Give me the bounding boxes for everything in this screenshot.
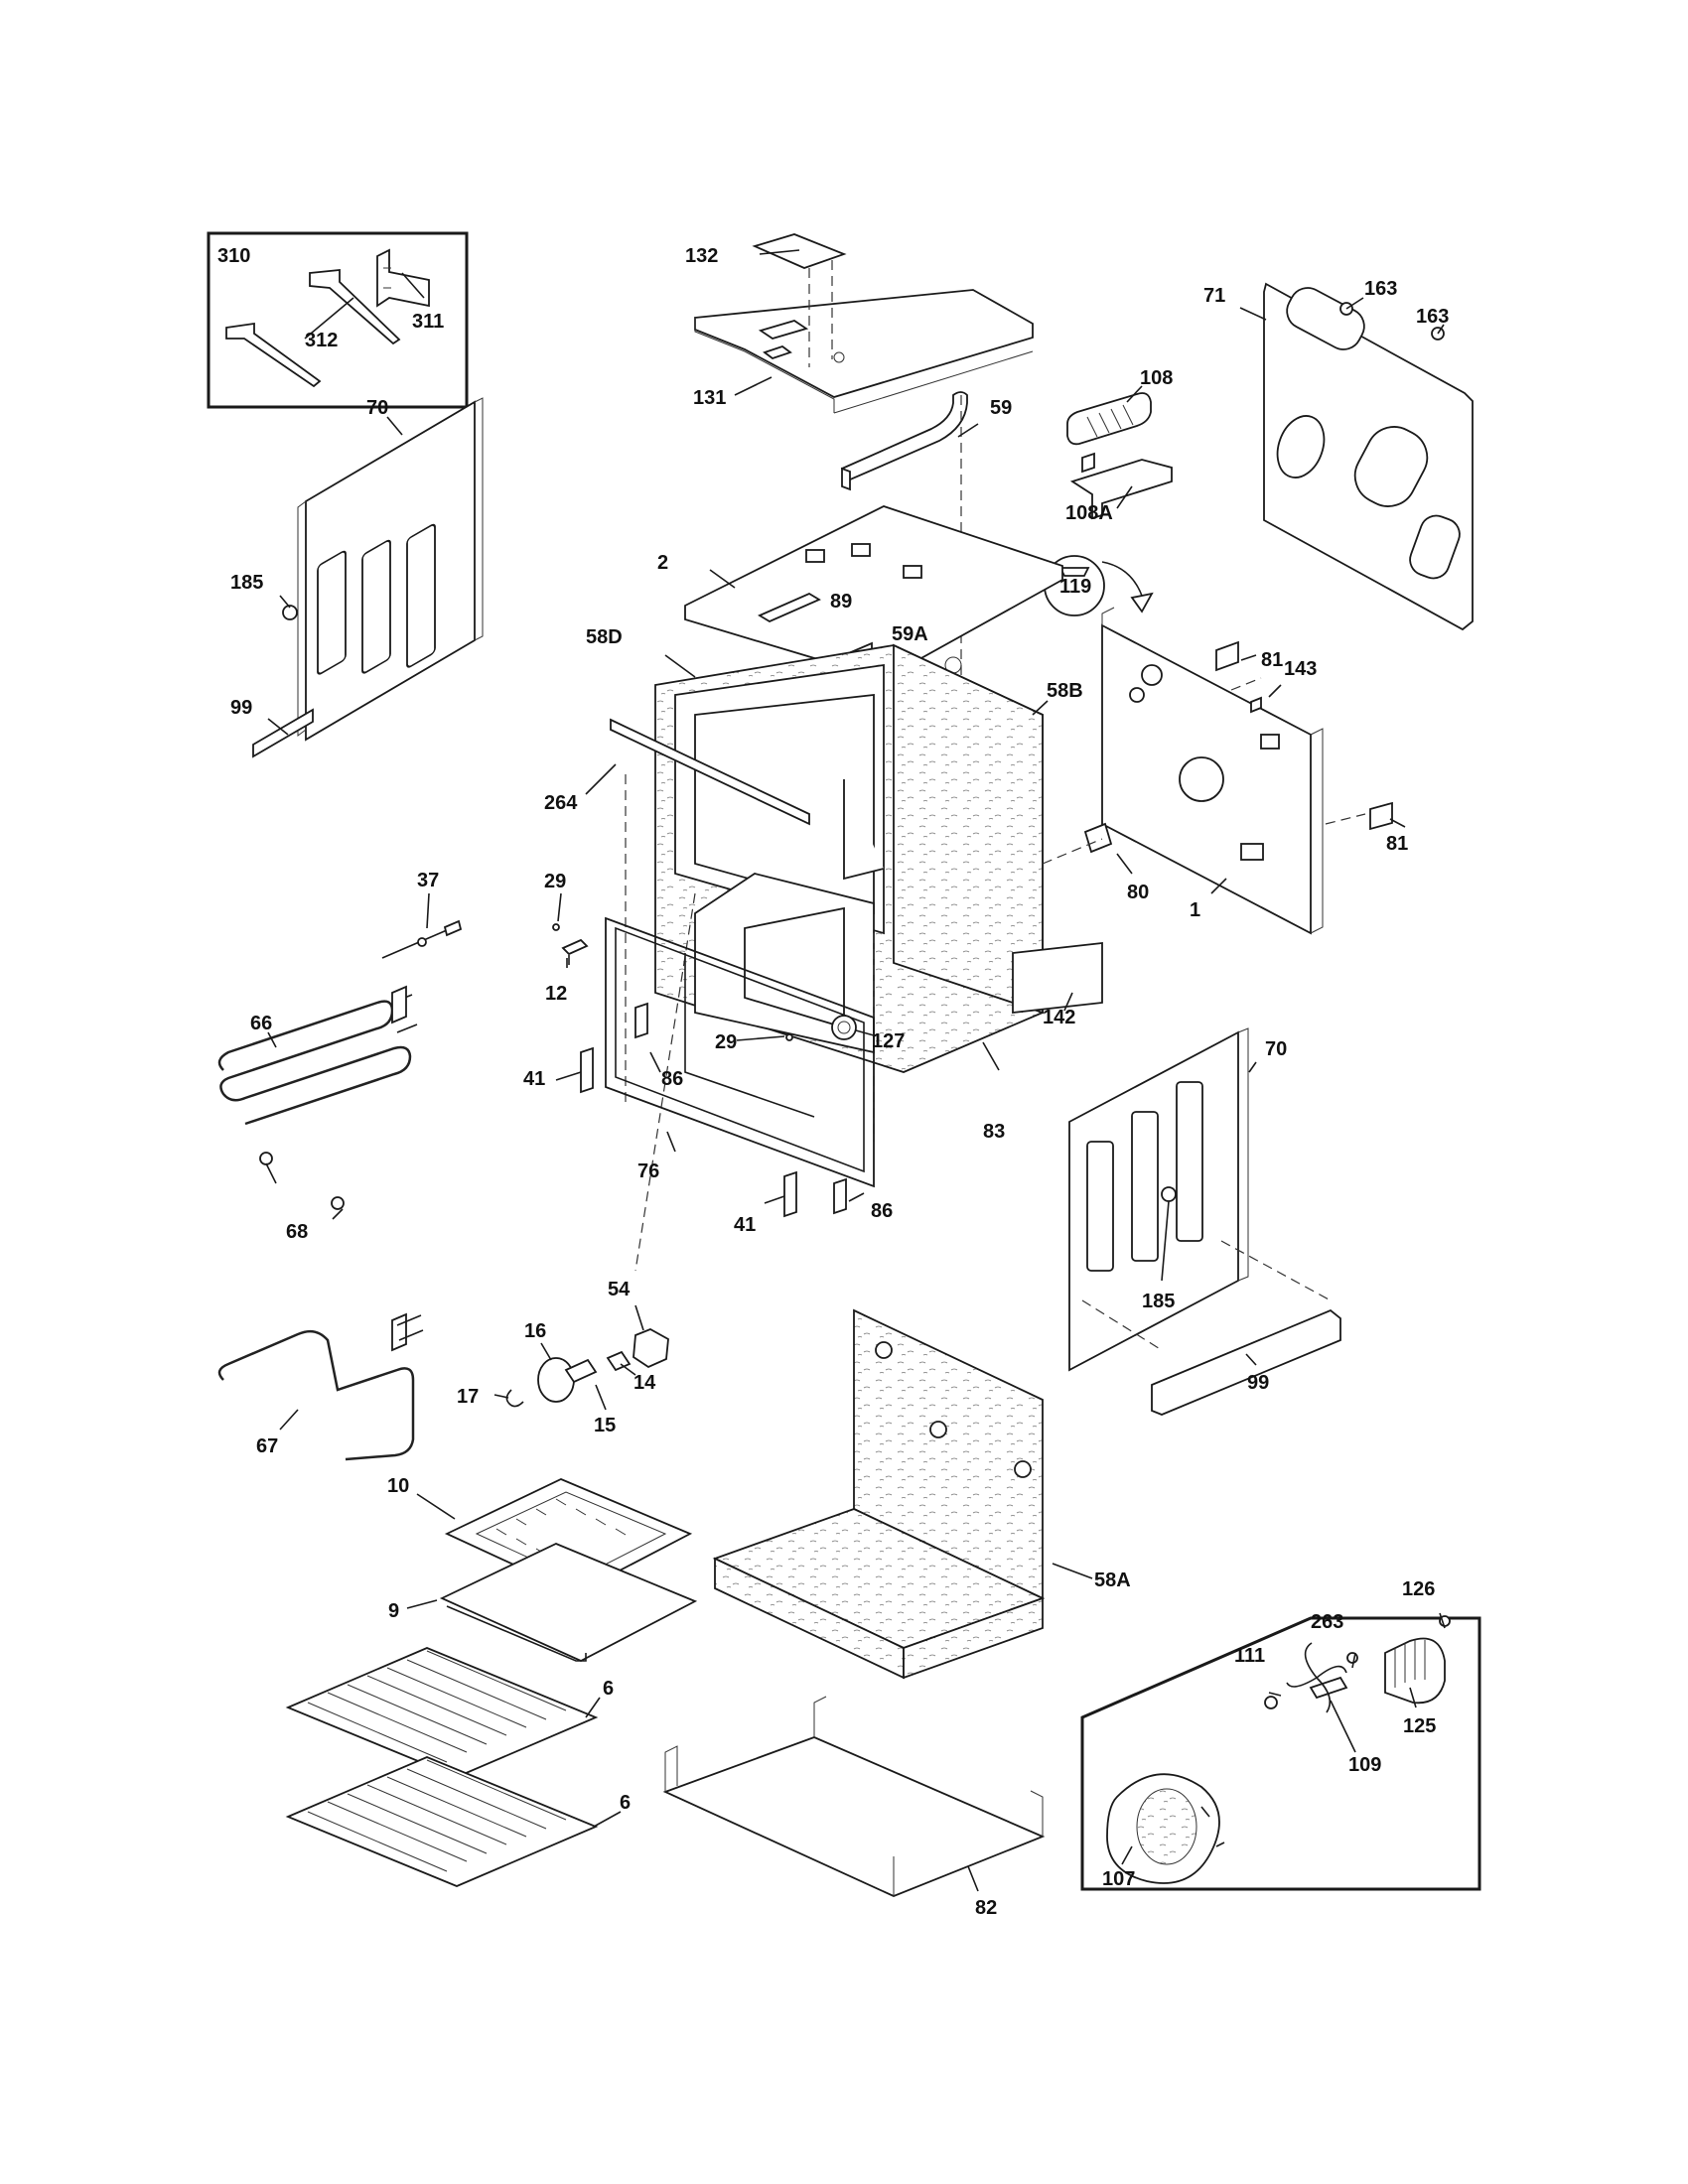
inset-fan-box: 126 263 111 125 109 107 — [1080, 1578, 1481, 1891]
callout-143: 143 — [1284, 658, 1317, 680]
callout-70-top: 70 — [366, 397, 388, 419]
callout-67: 67 — [256, 1435, 278, 1457]
callout-6-bottom: 6 — [620, 1792, 631, 1814]
callout-68: 68 — [286, 1221, 308, 1243]
door-frame-76: 29 127 41 86 76 41 86 — [523, 916, 905, 1236]
callout-6-top: 6 — [603, 1678, 614, 1700]
callout-59: 59 — [990, 397, 1012, 419]
inset-kit-box: 310 312 311 — [207, 231, 469, 409]
callout-2: 2 — [657, 552, 668, 574]
callout-58A: 58A — [1094, 1570, 1131, 1591]
callout-41-bottom: 41 — [734, 1214, 756, 1236]
bottom-tray-82: 82 — [662, 1696, 1046, 1919]
inset-label-310: 310 — [217, 245, 250, 267]
rear-panel-1: 81 143 81 80 1 — [1042, 607, 1408, 935]
callout-58D: 58D — [586, 626, 623, 648]
oven-bottom-58A: 58A — [712, 1308, 1131, 1680]
inset-label-107: 107 — [1102, 1868, 1135, 1890]
inset-label-125: 125 — [1403, 1715, 1436, 1737]
lamp-assembly: 54 16 14 17 15 — [457, 1279, 669, 1436]
callout-264: 264 — [544, 792, 578, 814]
callout-59A: 59A — [892, 623, 928, 645]
back-panel-71: 163 163 71 — [1203, 278, 1474, 631]
callout-83: 83 — [983, 1121, 1005, 1143]
broil-element-66: 66 68 — [217, 985, 418, 1243]
callout-86-bottom: 86 — [871, 1200, 893, 1222]
inset-label-126: 126 — [1402, 1578, 1435, 1600]
side-panel-left: 70 185 99 — [230, 397, 484, 758]
element-group-108: 108 108A 119 — [1044, 367, 1173, 616]
callout-9: 9 — [388, 1600, 399, 1622]
inset-label-311: 311 — [412, 311, 444, 333]
callout-185-right: 185 — [1142, 1291, 1175, 1312]
callout-99-top: 99 — [230, 697, 252, 719]
callout-108: 108 — [1140, 367, 1173, 389]
callout-82: 82 — [975, 1897, 997, 1919]
callout-108A: 108A — [1065, 502, 1113, 524]
callout-81-top: 81 — [1261, 649, 1283, 671]
broil-pan: 10 9 — [387, 1475, 698, 1662]
callout-89: 89 — [830, 591, 852, 613]
callout-127: 127 — [872, 1030, 905, 1052]
callout-29-door: 29 — [715, 1031, 737, 1053]
callout-71: 71 — [1203, 285, 1225, 307]
callout-37: 37 — [417, 870, 439, 891]
callout-132: 132 — [685, 245, 718, 267]
callout-99-right: 99 — [1247, 1372, 1269, 1394]
callout-163-b: 163 — [1416, 306, 1449, 328]
callout-15: 15 — [594, 1415, 616, 1436]
callout-10: 10 — [387, 1475, 409, 1497]
callout-58B: 58B — [1047, 680, 1083, 702]
inset-label-263: 263 — [1311, 1611, 1343, 1633]
inset-label-109: 109 — [1348, 1754, 1381, 1776]
callout-81-right: 81 — [1386, 833, 1408, 855]
callout-185-top: 185 — [230, 572, 263, 594]
side-panel-right: 70 185 99 — [1068, 1027, 1341, 1416]
sensor-group: 37 29 12 — [381, 870, 589, 1005]
callout-1: 1 — [1190, 899, 1200, 921]
callout-12: 12 — [545, 983, 567, 1005]
inset-label-111: 111 — [1234, 1645, 1265, 1667]
callout-86-top: 86 — [661, 1068, 683, 1090]
callout-29-top: 29 — [544, 871, 566, 892]
callout-131: 131 — [693, 387, 726, 409]
callout-66: 66 — [250, 1013, 272, 1034]
callout-163-a: 163 — [1364, 278, 1397, 300]
callout-80: 80 — [1127, 882, 1149, 903]
oven-racks: 6 6 — [285, 1647, 631, 1887]
top-panel-group: 132 131 59 — [685, 233, 1034, 752]
callout-16: 16 — [524, 1320, 546, 1342]
callout-14: 14 — [633, 1372, 656, 1394]
inset-label-312: 312 — [305, 330, 338, 351]
callout-41-top: 41 — [523, 1068, 545, 1090]
callout-142: 142 — [1043, 1007, 1075, 1028]
callout-119: 119 — [1059, 576, 1091, 598]
bake-element-67: 67 — [217, 1312, 424, 1461]
oven-cavity: 2 89 58D 59A 58B 264 83 142 — [544, 505, 1103, 1272]
callout-17: 17 — [457, 1386, 479, 1408]
callout-54: 54 — [608, 1279, 631, 1300]
callout-70-right: 70 — [1265, 1038, 1287, 1060]
callout-76: 76 — [637, 1160, 659, 1182]
